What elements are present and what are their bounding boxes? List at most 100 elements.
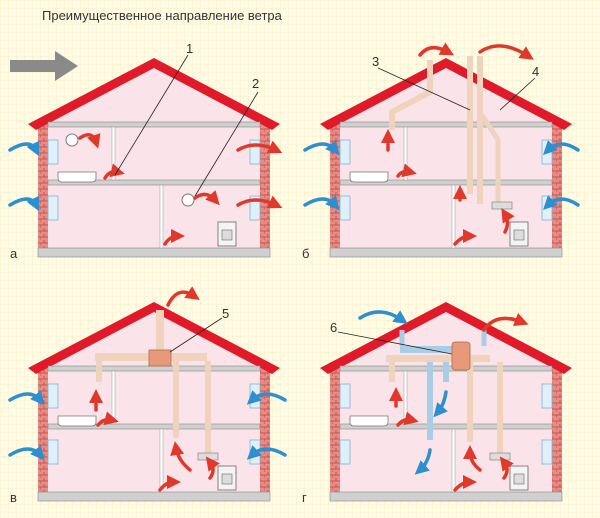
callout-leader-line — [114, 54, 189, 176]
cold-air-arrow — [543, 195, 580, 210]
exhaust-duct — [386, 355, 490, 362]
foundation — [329, 491, 563, 502]
exhaust-duct — [479, 113, 501, 204]
exhaust-duct — [467, 56, 473, 194]
kitchen-hood — [197, 452, 219, 461]
callout-3: 3 — [372, 54, 379, 69]
bathtub-icon — [349, 415, 389, 427]
cold-air-arrow — [8, 195, 40, 212]
warm-air-arrow — [418, 42, 455, 57]
supply-duct — [427, 362, 449, 440]
callout-2: 2 — [252, 76, 259, 91]
stove-oven-door — [513, 229, 525, 241]
window — [541, 439, 553, 465]
warm-air-arrow — [463, 445, 482, 472]
callout-leader-line — [194, 91, 259, 197]
warm-air-arrow — [236, 140, 283, 154]
interfloor-slab — [47, 423, 261, 430]
brick-wall-left — [330, 366, 340, 492]
partition-lower — [159, 428, 164, 493]
warm-air-arrow — [499, 456, 514, 480]
partition-upper — [403, 370, 408, 425]
partition-upper — [111, 126, 116, 181]
exhaust-duct — [96, 361, 211, 455]
exhaust-duct — [477, 56, 483, 204]
cold-air-arrow — [303, 140, 340, 156]
callout-leader-line — [499, 77, 536, 111]
brick-wall-left — [330, 122, 340, 248]
warm-air-arrow — [236, 195, 283, 209]
brick-wall-right — [552, 122, 562, 248]
attic-space — [340, 66, 552, 122]
warm-air-arrow — [158, 475, 181, 492]
stove-oven-door — [513, 473, 525, 485]
warm-air-arrow — [166, 286, 200, 307]
interfloor-slab — [47, 179, 261, 186]
warm-air-arrow — [482, 312, 529, 332]
house-body: в — [10, 302, 280, 505]
partition-lower — [159, 184, 164, 249]
cold-air-arrow — [543, 140, 580, 155]
callout-1: 1 — [186, 41, 193, 56]
exhaust-vent-icon — [65, 133, 79, 147]
warm-air-arrow — [205, 456, 220, 480]
kitchen-hood — [491, 201, 513, 210]
house: б 3 4 — [302, 42, 580, 261]
brick-wall-left — [38, 122, 48, 248]
window — [47, 195, 59, 221]
brick-wall-right — [260, 122, 270, 248]
exhaust-vent-icon — [181, 193, 195, 207]
panel-letter: г — [302, 490, 307, 505]
foundation — [37, 247, 271, 258]
warm-air-arrow — [453, 229, 477, 246]
warm-air-arrow — [163, 229, 185, 246]
warm-air-arrow — [396, 411, 419, 427]
attic-space — [48, 66, 260, 122]
window — [541, 195, 553, 221]
warm-air-arrow — [478, 44, 534, 60]
callout-4: 4 — [532, 64, 539, 79]
wind-direction-arrow — [10, 51, 78, 81]
bathtub-icon — [57, 171, 97, 183]
house: а12 — [8, 41, 283, 261]
warm-air-arrow — [501, 208, 515, 234]
brick-wall-right — [260, 366, 270, 492]
exhaust-duct — [389, 60, 433, 130]
house-body: б — [302, 58, 572, 261]
foundation — [37, 491, 271, 502]
stove-oven-door — [221, 229, 233, 241]
cold-air-arrow — [8, 140, 40, 157]
warm-air-arrow — [193, 190, 220, 206]
callout-6: 6 — [330, 320, 337, 335]
callout-leader-line — [377, 67, 471, 111]
window — [339, 139, 351, 165]
warm-air-arrow — [78, 133, 101, 149]
window — [47, 383, 59, 409]
partition-upper — [403, 126, 408, 181]
window — [249, 139, 261, 165]
window — [47, 139, 59, 165]
heat-recovery-unit — [451, 341, 471, 371]
warm-air-arrow — [396, 163, 417, 178]
window — [541, 383, 553, 409]
supply-duct — [399, 330, 487, 346]
warm-air-arrow — [170, 441, 192, 472]
callout-5: 5 — [222, 306, 229, 321]
cold-air-arrow — [358, 310, 408, 324]
foundation — [329, 247, 563, 258]
window — [339, 195, 351, 221]
attic-space — [340, 310, 552, 366]
house: в5 — [8, 286, 287, 505]
cold-air-arrow — [8, 445, 45, 461]
cold-air-arrow — [433, 390, 448, 418]
window — [339, 383, 351, 409]
window — [249, 195, 261, 221]
cold-air-arrow — [414, 448, 432, 475]
cold-air-arrow — [246, 445, 287, 460]
exhaust-fan-unit — [148, 349, 172, 367]
wind-caption: Преимущественное направление ветра — [42, 8, 283, 23]
panel-letter: б — [302, 246, 309, 261]
callout-leader-line — [337, 331, 453, 355]
